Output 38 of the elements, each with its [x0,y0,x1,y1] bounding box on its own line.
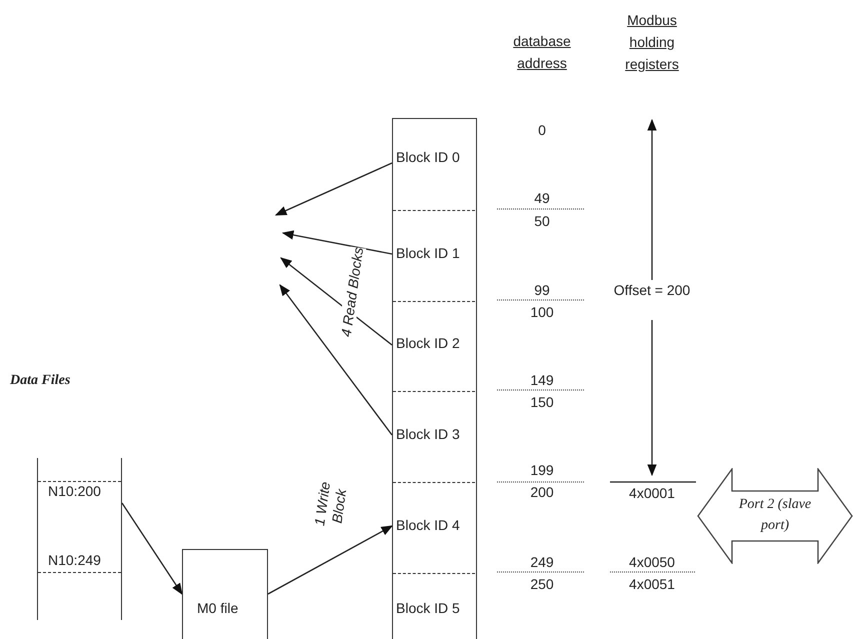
address-number: 49 [534,190,550,206]
offset-label: Offset = 200 [614,282,690,298]
arrow [279,284,393,436]
block-label: Block ID 4 [396,516,460,532]
memory-column [392,118,477,639]
file-address: N10:249 [48,552,101,568]
address-number: 199 [530,462,554,478]
port-label: Port 2 (slave port) [738,496,812,535]
block-label: Block ID 0 [396,148,460,164]
register-address: 4x0051 [629,576,675,592]
section-heading: Data Files [10,373,70,389]
block-label: Block ID 1 [396,244,460,260]
arrow [121,502,183,595]
block-label: Block ID 5 [396,600,460,616]
address-number: 99 [534,282,550,298]
file-address: N10:200 [48,483,101,499]
column-heading: Modbus holding registers [624,11,680,74]
address-number: 0 [538,122,546,138]
block-label: Block ID 2 [396,335,460,351]
address-number: 150 [530,394,554,410]
register-address: 4x0001 [629,485,675,501]
port-double-arrow [697,468,853,564]
data-file-column [37,458,122,620]
address-number: 200 [530,484,554,500]
file-label: M0 file [197,600,238,616]
arrow [282,230,392,255]
column-heading: database address [512,32,572,73]
address-number: 100 [530,304,554,320]
arrow [268,525,394,595]
address-number: 250 [530,576,554,592]
address-number: 50 [534,213,550,229]
block-label: Block ID 3 [396,426,460,442]
arrow [280,257,392,346]
address-number: 249 [530,554,554,570]
file-box [182,549,268,639]
arrow [274,162,392,216]
register-address: 4x0050 [629,554,675,570]
address-number: 149 [530,372,554,388]
